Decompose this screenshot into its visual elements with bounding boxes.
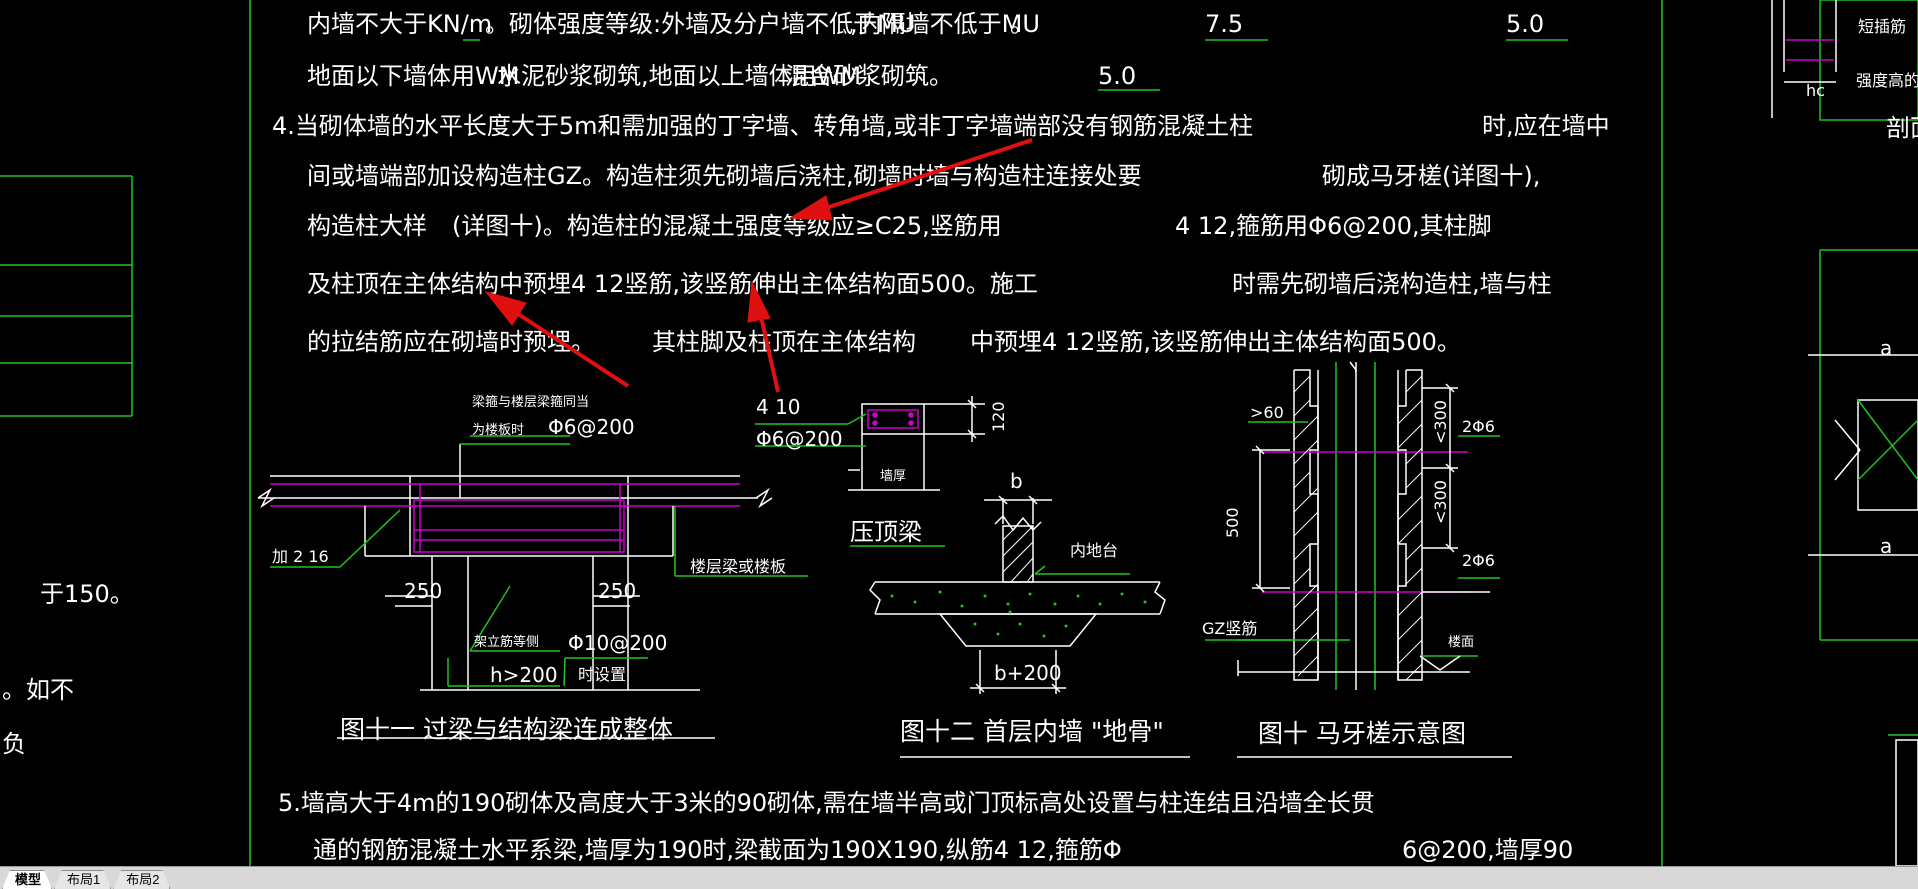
note-line1-value-2: 5.0 — [1506, 10, 1544, 38]
note-line2-a: 地面以下墙体用WM — [307, 62, 519, 90]
note4-line2: 间或墙端部加设构造柱GZ。构造柱须先砌墙后浇柱,砌墙时墙与构造柱连接处要 — [307, 162, 1142, 190]
right-note-a2: a — [1880, 534, 1892, 558]
fig11-caption: 图十一 过梁与结构梁连成整体 — [340, 715, 673, 744]
right-note-hc: hc — [1806, 81, 1825, 100]
right-note-short-bar: 短插筋 — [1858, 17, 1906, 36]
fig11-label-slab: 楼层梁或楼板 — [690, 557, 786, 576]
note-line1-e: 。 — [1010, 10, 1034, 38]
fig11-label-floor-slab: 为楼板时 — [472, 423, 524, 438]
note4-line2-right: 砌成马牙槎(详图十), — [1322, 162, 1540, 190]
layout-tab-bar: 模型 布局1 布局2 — [0, 866, 1918, 889]
fig10-wall-hatching — [1293, 375, 1423, 681]
note-line1-c: 。砌体强度等级:外墙及分户墙不低于MU — [485, 10, 915, 38]
right-panel-detail — [1771, 0, 1918, 866]
fig10-label-500: 500 — [1223, 507, 1242, 538]
note-line1-a: 内墙不大于 — [307, 10, 427, 38]
fig12-label-b: b — [1010, 469, 1023, 493]
cad-drawing-canvas[interactable]: 于150。 。如不 负 短插筋 强度高的混 hc 剖面 a a 内墙不大于 KN… — [0, 0, 1918, 866]
fig11-label-phi10: Φ10@200 — [568, 631, 667, 655]
fig10-label-2phi6-bottom: 2Φ6 — [1462, 551, 1495, 570]
fig10-label-lt300-bottom: <300 — [1431, 480, 1450, 524]
fig11-label-stirrup: Φ6@200 — [548, 415, 635, 439]
fig11-label-when-set: 时设置 — [578, 665, 626, 684]
tab-layout1[interactable]: 布局1 — [54, 870, 111, 889]
fig11-lintel-drawing — [257, 435, 808, 739]
fig11-label-erect-bars: 架立筋等侧 — [474, 634, 539, 650]
fig10-label-lt300-top: <300 — [1431, 400, 1450, 444]
note-line2-value: 5.0 — [1098, 62, 1136, 90]
note4-line5: 的拉结筋应在砌墙时预埋。 — [307, 328, 595, 356]
fig11-label-add-bars: 加 2 16 — [272, 547, 329, 566]
fig10-caption: 图十 马牙槎示意图 — [1258, 719, 1466, 748]
fig12-label-b200: b+200 — [994, 661, 1062, 685]
fig11-dim-250-left: 250 — [404, 579, 442, 603]
left-note-text-2: 。如不 — [2, 676, 74, 704]
note-line1-b: KN/m — [427, 10, 492, 38]
ring-beam-height: 120 — [989, 401, 1008, 432]
fig11-label-beam-stirrup: 梁箍与楼层梁箍同当 — [472, 394, 589, 410]
fig12-footing-drawing — [869, 495, 1190, 758]
right-note-a1: a — [1880, 336, 1892, 360]
note4-line4-right: 时需先砌墙后浇构造柱,墙与柱 — [1232, 270, 1552, 298]
right-note-strength: 强度高的混 — [1856, 71, 1918, 90]
fig12-label-step: 内地台 — [1070, 541, 1118, 560]
note-line1-value-1: 7.5 — [1205, 10, 1243, 38]
fig10-label-2phi6-top: 2Φ6 — [1462, 417, 1495, 436]
note4-line3-b: (详图十)。构造柱的混凝土强度等级应≥C25,竖筋用 — [452, 212, 1002, 240]
left-note-text-3: 负 — [2, 730, 26, 758]
annotation-arrows — [484, 138, 1033, 393]
fig10-toothed-joint-drawing — [1205, 361, 1512, 758]
ring-beam-stirrup: Φ6@200 — [756, 427, 843, 451]
fig10-label-gz: GZ竖筋 — [1202, 619, 1257, 638]
left-note-text-1: 于150。 — [40, 580, 134, 608]
note-line1-d: ,内隔墙不低于MU — [850, 10, 1040, 38]
fig12-concrete-dots — [890, 590, 1147, 638]
note5-line1: 5.墙高大于4m的190砌体及高度大于3米的90砌体,需在墙半高或门顶标高处设置… — [278, 789, 1375, 817]
right-note-section: 剖面 — [1886, 114, 1918, 142]
fig12-caption: 图十二 首层内墙 "地骨" — [900, 717, 1164, 746]
note4-line3: 构造柱大样 — [307, 212, 427, 240]
note4-line5-b: 其柱脚及柱顶在主体结构 — [652, 328, 916, 356]
note4-line1: 4.当砌体墙的水平长度大于5m和需加强的丁字墙、转角墙,或非丁字墙端部没有钢筋混… — [272, 112, 1253, 140]
ring-beam-caption: 压顶梁 — [850, 518, 922, 546]
fig11-label-h200: h>200 — [490, 663, 558, 687]
ring-beam-bars: 4 10 — [756, 395, 801, 419]
fig10-label-floor: 楼面 — [1448, 635, 1474, 650]
note4-line4: 及柱顶在主体结构中预埋4 12竖筋,该竖筋伸出主体结构面500。施工 — [307, 270, 1038, 298]
note4-line5-c: 中预埋4 12竖筋,该竖筋伸出主体结构面500。 — [970, 328, 1461, 356]
fig10-label-gt60: >60 — [1250, 403, 1284, 422]
fig11-dim-250-right: 250 — [598, 579, 636, 603]
tab-layout2[interactable]: 布局2 — [113, 870, 170, 889]
note5-line2: 通的钢筋混凝土水平系梁,墙厚为190时,梁截面为190X190,纵筋4 12,箍… — [313, 836, 1122, 864]
note-line2-b: 水泥砂浆砌筑,地面以上墙体用WM — [497, 62, 861, 90]
left-panel-table — [0, 175, 133, 417]
note4-line3-right: 4 12,箍筋用Φ6@200,其柱脚 — [1175, 212, 1492, 240]
tab-model[interactable]: 模型 — [2, 870, 52, 889]
note4-line1-right: 时,应在墙中 — [1482, 112, 1610, 140]
ring-beam-section — [755, 396, 985, 547]
note5-line2-right: 6@200,墙厚90 — [1402, 836, 1573, 864]
note-line2-c: 混合砂浆砌筑。 — [785, 62, 953, 90]
ring-beam-width: 墙厚 — [880, 469, 906, 484]
